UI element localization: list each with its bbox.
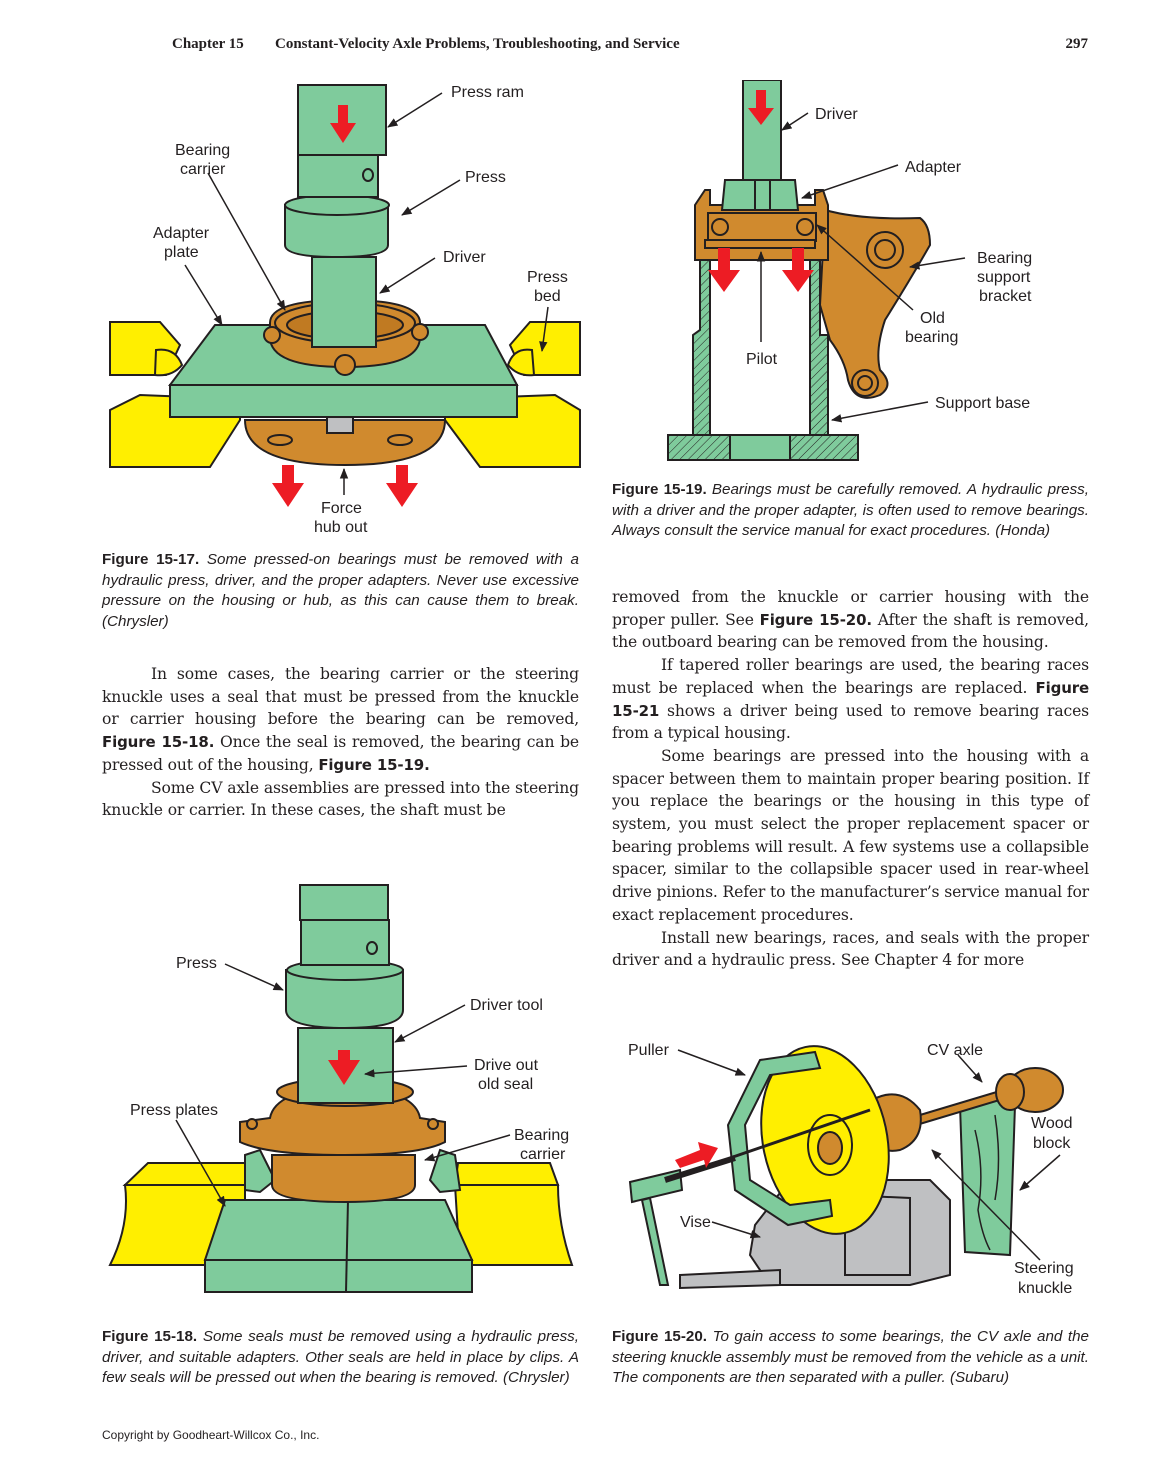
caption-text: To gain access to some bearings, the CV … (612, 1328, 1089, 1386)
figure-15-19: Driver Adapter Bearing support bracket O… (660, 80, 1060, 465)
figure-15-17-caption: Figure 15-17. Some pressed-on bearings m… (102, 550, 579, 632)
label-press-bed-line1: Press (527, 269, 568, 286)
label-cv-axle: CV axle (927, 1042, 983, 1059)
leader-lines (677, 1049, 1061, 1261)
label-steering-knuckle-line1: Steering (1014, 1260, 1074, 1277)
leader-lines (756, 112, 966, 423)
label-press-ram: Press ram (451, 84, 524, 101)
figure-15-20-illustration: Puller CV axle Wood block Vise Steering … (628, 1042, 1074, 1297)
hub-flange (760, 1045, 890, 1235)
label-bearing-carrier-line2: carrier (520, 1146, 566, 1163)
support-base (667, 259, 859, 461)
chapter-number: Chapter 15 (172, 36, 244, 52)
label-driver: Driver (815, 106, 858, 123)
bearing-support-bracket (818, 208, 932, 399)
label-driver-tool: Driver tool (470, 997, 543, 1014)
label-bearing-support-bracket-line3: bracket (979, 288, 1032, 305)
caption-text: Bearings must be carefully removed. A hy… (612, 481, 1089, 539)
label-pilot: Pilot (746, 351, 778, 368)
figure-15-20-caption: Figure 15-20. To gain access to some bea… (612, 1327, 1089, 1389)
paragraph: Some CV axle assemblies are pressed into… (102, 778, 579, 820)
label-puller: Puller (628, 1042, 670, 1059)
label-bearing-support-bracket-line2: support (977, 269, 1031, 286)
leader-lines (175, 963, 511, 1207)
label-vise: Vise (680, 1214, 711, 1231)
label-wood-block-line2: block (1033, 1135, 1071, 1152)
caption-figure-number: Figure 15-19. (612, 481, 707, 498)
leader-lines (184, 92, 549, 495)
caption-figure-number: Figure 15-20. (612, 1328, 708, 1345)
figure-reference[interactable]: Figure 15-18. (102, 733, 215, 752)
cv-axle (868, 1067, 1064, 1152)
label-bearing-carrier-line1: Bearing (175, 142, 230, 159)
figure-reference[interactable]: Figure 15-21 (612, 678, 1089, 720)
chapter-title: Constant-Velocity Axle Problems, Trouble… (275, 36, 680, 52)
label-drive-out-old-seal-line2: old seal (478, 1076, 533, 1093)
figure-reference[interactable]: Figure 15-19. (318, 755, 430, 774)
caption-figure-number: Figure 15-17. (102, 551, 200, 568)
figure-15-17-illustration: Press ram Bearing carrier Press Adapter … (109, 84, 581, 536)
label-press-plates: Press plates (130, 1102, 218, 1119)
figure-15-18-illustration: Press Driver tool Drive out old seal Pre… (108, 884, 574, 1293)
body-text-right: removed from the knuckle or carrier hous… (612, 586, 1089, 972)
caption-text: Some seals must be removed using a hydra… (102, 1328, 579, 1386)
paragraph: Install new bearings, races, and seals w… (612, 928, 1089, 970)
label-force-hub-out-line1: Force (321, 500, 362, 517)
label-bearing-support-bracket-line1: Bearing (977, 250, 1032, 267)
paragraph: In some cases, the bearing carrier or th… (102, 665, 579, 774)
figure-15-18: Press Driver tool Drive out old seal Pre… (100, 880, 590, 1300)
hub-out-arrow-right (386, 465, 418, 507)
figure-15-19-illustration: Driver Adapter Bearing support bracket O… (667, 80, 1032, 461)
figure-15-19-caption: Figure 15-19. Bearings must be carefully… (612, 480, 1089, 542)
figure-15-18-caption: Figure 15-18. Some seals must be removed… (102, 1327, 579, 1389)
label-support-base: Support base (935, 395, 1030, 412)
drive-out-arrow (328, 1050, 360, 1085)
label-force-hub-out-line2: hub out (314, 519, 368, 536)
figure-15-20: Puller CV axle Wood block Vise Steering … (610, 1030, 1090, 1305)
label-press: Press (465, 169, 506, 186)
puller (628, 1050, 871, 1286)
hub (243, 416, 447, 467)
label-wood-block-line1: Wood (1031, 1115, 1073, 1132)
label-bearing-carrier-line1: Bearing (514, 1127, 569, 1144)
figure-15-17: Press ram Bearing carrier Press Adapter … (100, 75, 590, 540)
copyright-footer: Copyright by Goodheart-Willcox Co., Inc. (102, 1428, 320, 1442)
press-plates (203, 1148, 474, 1293)
paragraph: Some bearings are pressed into the housi… (612, 746, 1089, 924)
label-steering-knuckle-line2: knuckle (1018, 1280, 1072, 1297)
wood-block (958, 1096, 1017, 1257)
figure-reference[interactable]: Figure 15-20. (759, 610, 872, 629)
bearing-down-arrow-left (708, 248, 740, 292)
paragraph: removed from the knuckle or carrier hous… (612, 588, 1089, 652)
caption-figure-number: Figure 15-18. (102, 1328, 198, 1345)
paragraph: If tapered roller bearings are used, the… (612, 656, 1089, 743)
force-arrows (708, 90, 814, 292)
page-number: 297 (1065, 36, 1089, 52)
press-column (284, 84, 390, 348)
body-text-left: In some cases, the bearing carrier or th… (102, 663, 579, 822)
ram-down-arrow (330, 105, 356, 143)
force-arrows (272, 105, 418, 507)
driver-down-arrow (748, 90, 774, 125)
label-adapter-plate-line1: Adapter (153, 225, 210, 242)
label-press-bed-line2: bed (534, 288, 561, 305)
pull-direction-arrow (675, 1142, 718, 1168)
label-adapter: Adapter (905, 159, 962, 176)
label-bearing-carrier-line2: carrier (180, 161, 226, 178)
caption-text: Some pressed-on bearings must be removed… (102, 551, 579, 630)
label-driver: Driver (443, 249, 486, 266)
hub-out-arrow-left (272, 465, 304, 507)
bearing-down-arrow-right (782, 248, 814, 292)
label-old-bearing-line2: bearing (905, 329, 958, 346)
label-old-bearing-line1: Old (920, 310, 945, 327)
press-column (285, 884, 404, 1104)
label-adapter-plate-line2: plate (164, 244, 199, 261)
label-press: Press (176, 955, 217, 972)
label-drive-out-old-seal-line1: Drive out (474, 1057, 539, 1074)
